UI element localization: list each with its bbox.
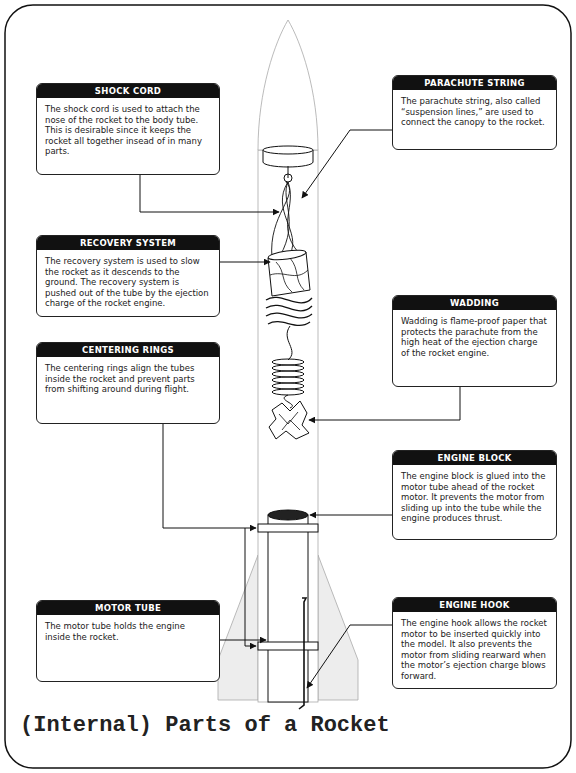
- parachute: [268, 248, 307, 261]
- centering-ring: [258, 524, 318, 532]
- nose-shoulder: [263, 146, 313, 154]
- shock-cord-coil: [272, 359, 304, 395]
- callout-heading: PARACHUTE STRING: [393, 76, 556, 90]
- callout-box: WADDINGWadding is flame-proof paper that…: [392, 295, 557, 387]
- callout-text: The recovery system is used to slow the …: [37, 250, 219, 316]
- page-frame: [5, 5, 571, 768]
- callout-text: The centering rings align the tubes insi…: [37, 357, 219, 402]
- leader-line: [302, 130, 400, 198]
- callout-box: MOTOR TUBEThe motor tube holds the engin…: [36, 600, 220, 682]
- nose-cone: [258, 20, 318, 150]
- leader-line: [214, 262, 270, 263]
- body-tube: [258, 150, 318, 702]
- parachute: [270, 258, 308, 292]
- callout-box: ENGINE BLOCKThe engine block is glued in…: [392, 450, 557, 540]
- leader-line: [214, 640, 266, 641]
- engine-hook: [299, 598, 306, 709]
- callout-heading: CENTERING RINGS: [37, 343, 219, 357]
- leader-line: [310, 515, 398, 516]
- eye-hook: [284, 166, 292, 182]
- callout-box: ENGINE HOOKThe engine hook allows the ro…: [392, 597, 557, 689]
- leader-line: [163, 418, 256, 528]
- callout-heading: ENGINE HOOK: [393, 598, 556, 612]
- engine-block: [268, 510, 308, 520]
- callout-heading: WADDING: [393, 296, 556, 310]
- motor-tube: [268, 515, 308, 702]
- callout-text: The shock cord is used to attach the nos…: [37, 98, 219, 164]
- shock-cord: [287, 326, 292, 360]
- callout-text: The motor tube holds the engine inside t…: [37, 615, 219, 649]
- callout-heading: MOTOR TUBE: [37, 601, 219, 615]
- callout-box: SHOCK CORDThe shock cord is used to atta…: [36, 83, 220, 175]
- callout-box: CENTERING RINGSThe centering rings align…: [36, 342, 220, 424]
- shock-cord: [266, 297, 312, 325]
- callout-box: RECOVERY SYSTEMThe recovery system is us…: [36, 235, 220, 317]
- callout-text: The engine block is glued into the motor…: [393, 465, 556, 531]
- wadding: [269, 401, 309, 439]
- fin: [318, 555, 358, 700]
- callout-text: Wadding is flame-proof paper that protec…: [393, 310, 556, 365]
- rocket: [218, 20, 358, 709]
- centering-ring: [258, 642, 318, 650]
- fin: [218, 555, 258, 700]
- callout-heading: SHOCK CORD: [37, 84, 219, 98]
- callout-heading: RECOVERY SYSTEM: [37, 236, 219, 250]
- callout-text: The parachute string, also called “suspe…: [393, 90, 556, 135]
- parachute-string: [272, 182, 298, 258]
- callout-heading: ENGINE BLOCK: [393, 451, 556, 465]
- wadding: [279, 412, 300, 430]
- leader-line: [245, 528, 256, 646]
- leader-line: [307, 625, 398, 688]
- diagram-title: (Internal) Parts of a Rocket: [20, 712, 390, 740]
- callout-box: PARACHUTE STRINGThe parachute string, al…: [392, 75, 557, 150]
- callout-text: The engine hook allows the rocket motor …: [393, 612, 556, 688]
